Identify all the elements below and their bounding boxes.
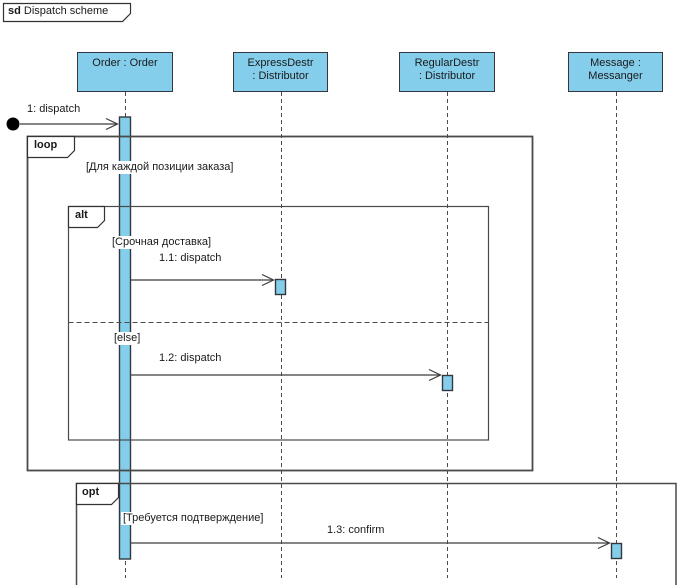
alt-keyword-label: alt	[75, 209, 88, 221]
loop-label-pentagon	[26, 135, 76, 159]
lifeline-header-message[interactable]: Message : Messanger	[568, 52, 663, 92]
lifeline-name: Message :	[590, 57, 641, 69]
loop-fragment-frame[interactable]	[26, 135, 534, 472]
lifeline-name: RegularDestr	[414, 57, 480, 69]
arrowhead-icon	[597, 536, 611, 550]
found-message-circle-icon	[6, 117, 20, 131]
message-1-1-label: 1.1: dispatch	[159, 252, 222, 264]
diagram-title-keyword: sd	[8, 5, 21, 17]
lifeline-name-line2: Messanger	[588, 70, 643, 82]
arrowhead-icon	[105, 117, 119, 131]
message-1-3-label: 1.3: confirm	[327, 524, 385, 536]
lifeline-name: ExpressDestr	[247, 57, 314, 69]
lifeline-name-line2: : Distributor	[252, 70, 309, 82]
opt-guard-label: [Требуется подтверждение]	[121, 512, 266, 525]
alt-else-guard-label: [else]	[112, 332, 143, 345]
alt-label-pentagon	[67, 205, 106, 229]
diagram-title-name: Dispatch scheme	[23, 5, 109, 17]
arrowhead-icon	[261, 273, 275, 287]
lifeline-header-regulardestr[interactable]: RegularDestr : Distributor	[399, 52, 495, 92]
opt-label-pentagon	[75, 482, 120, 506]
message-1-label: 1: dispatch	[27, 103, 81, 115]
activation-bar-expressdestr[interactable]	[274, 278, 287, 296]
message-1-2-label: 1.2: dispatch	[159, 352, 222, 364]
lifeline-name-line2: : Distributor	[418, 70, 476, 82]
lifeline-name: Order : Order	[92, 57, 158, 69]
opt-fragment-frame[interactable]	[75, 482, 677, 585]
alt-then-guard-label: [Срочная доставка]	[110, 236, 214, 249]
loop-keyword-label: loop	[34, 139, 58, 151]
diagram-title: sd Dispatch scheme	[8, 5, 108, 17]
alt-fragment-frame[interactable]	[67, 205, 490, 441]
activation-bar-message[interactable]	[610, 542, 623, 560]
activation-bar-regulardestr[interactable]	[441, 374, 454, 392]
loop-guard-label: [Для каждой позиции заказа]	[84, 161, 236, 174]
frame-title-pentagon	[2, 2, 132, 23]
arrowhead-icon	[428, 368, 442, 382]
lifeline-header-expressdestr[interactable]: ExpressDestr : Distributor	[233, 52, 328, 92]
opt-keyword-label: opt	[82, 486, 100, 498]
lifeline-header-order[interactable]: Order : Order	[77, 52, 173, 92]
